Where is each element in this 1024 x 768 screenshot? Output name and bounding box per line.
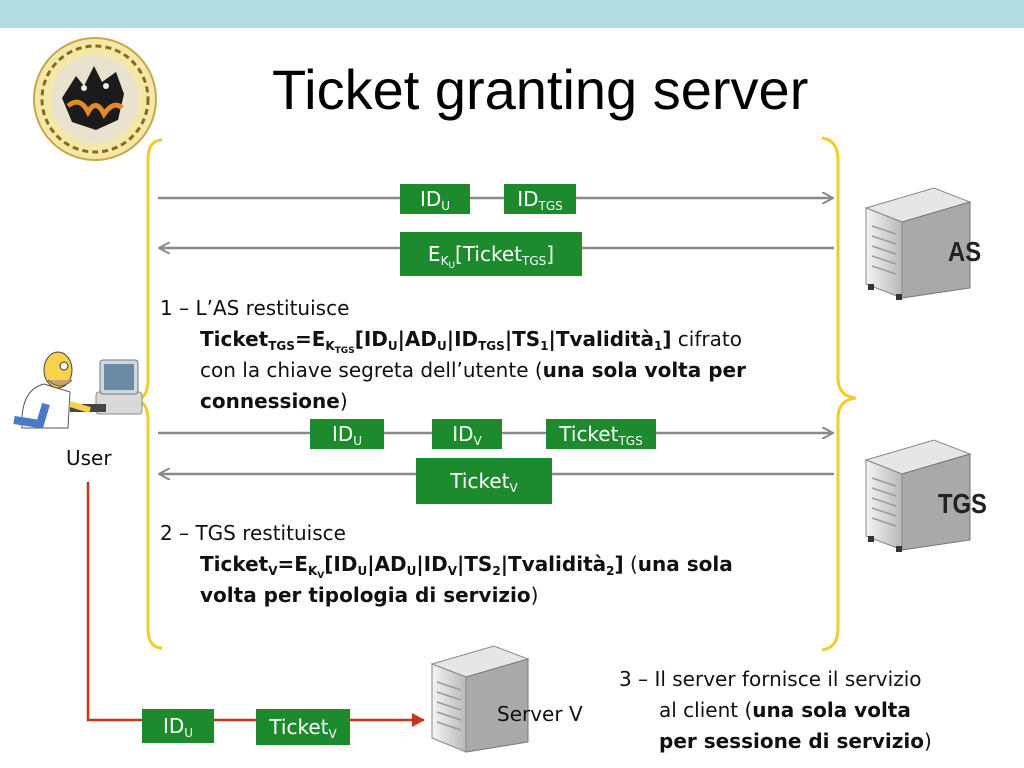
- box-text: ID: [162, 714, 185, 738]
- tgs-server-graphic: [864, 439, 972, 552]
- msg-ticket-v-1: TicketV: [416, 458, 552, 504]
- box-sub: V: [473, 434, 482, 448]
- box-sub: U: [441, 199, 451, 213]
- box-sub: TGS: [538, 199, 563, 213]
- msg-id-v: IDV: [432, 419, 502, 449]
- box-sub: U: [353, 434, 363, 448]
- right-brace: [821, 136, 857, 652]
- box-text: ]: [546, 242, 555, 266]
- box-text: Ticket: [450, 469, 510, 493]
- box-sub: V: [509, 481, 518, 495]
- step1-text: 1 – L’AS restituisce TicketTGS=EKTGS[IDU…: [160, 293, 746, 417]
- msg-ticket-tgs: TicketTGS: [546, 419, 656, 449]
- box-text: ID: [331, 422, 354, 446]
- top-bar: [0, 0, 1024, 28]
- page-title: Ticket granting server: [272, 58, 809, 121]
- box-text: [Ticket: [455, 242, 523, 266]
- msg-id-tgs: IDTGS: [504, 184, 576, 214]
- msg-id-u-1: IDU: [400, 184, 470, 214]
- box-sub: TGS: [618, 434, 643, 448]
- msg-id-u-2: IDU: [310, 419, 384, 449]
- tgs-label: TGS: [938, 488, 987, 519]
- step1-line2: con la chiave segreta dell’utente (una s…: [200, 358, 746, 382]
- box-text: Ticket: [559, 422, 619, 446]
- box-sub: V: [328, 727, 337, 741]
- step2-line2: volta per tipologia di servizio): [200, 583, 539, 607]
- box-sub: TGS: [522, 254, 547, 268]
- box-sub: K: [440, 254, 449, 268]
- server-v-graphic: [430, 645, 530, 753]
- step1-formula: TicketTGS=EKTGS[IDU|ADU|IDTGS|TS1|Tvalid…: [200, 327, 742, 356]
- msg-encrypted-ticket-tgs: EKU[TicketTGS]: [400, 232, 582, 276]
- box-text: ID: [419, 187, 442, 211]
- as-server-graphic: [864, 187, 972, 300]
- user-label: User: [66, 446, 112, 470]
- step3-text: 3 – Il server fornisce il servizio al cl…: [619, 664, 932, 757]
- cerberus-logo: [33, 37, 157, 161]
- as-label: AS: [948, 236, 982, 267]
- msg-ticket-v-2: TicketV: [256, 709, 350, 745]
- msg-id-u-3: IDU: [142, 709, 214, 743]
- box-subsub: U: [448, 261, 456, 271]
- step1-line3: connessione): [200, 389, 348, 413]
- step3-line1: 3 – Il server fornisce il servizio: [619, 667, 922, 691]
- step2-formula: TicketV=EKV[IDU|ADU|IDV|TS2|Tvalidità2] …: [200, 552, 733, 581]
- step1-heading: 1 – L’AS restituisce: [160, 296, 350, 320]
- box-text: E: [427, 242, 441, 266]
- step2-heading: 2 – TGS restituisce: [160, 521, 346, 545]
- box-text: ID: [517, 187, 539, 211]
- box-sub: U: [184, 726, 194, 740]
- step3-line3: per sessione di servizio): [659, 729, 932, 753]
- step2-text: 2 – TGS restituisce TicketV=EKV[IDU|ADU|…: [160, 518, 733, 611]
- user-figure: [13, 351, 143, 429]
- step3-line2: al client (una sola volta: [659, 698, 911, 722]
- box-text: Ticket: [269, 715, 329, 739]
- server-v-label: Server V: [497, 702, 583, 726]
- box-text: ID: [452, 422, 474, 446]
